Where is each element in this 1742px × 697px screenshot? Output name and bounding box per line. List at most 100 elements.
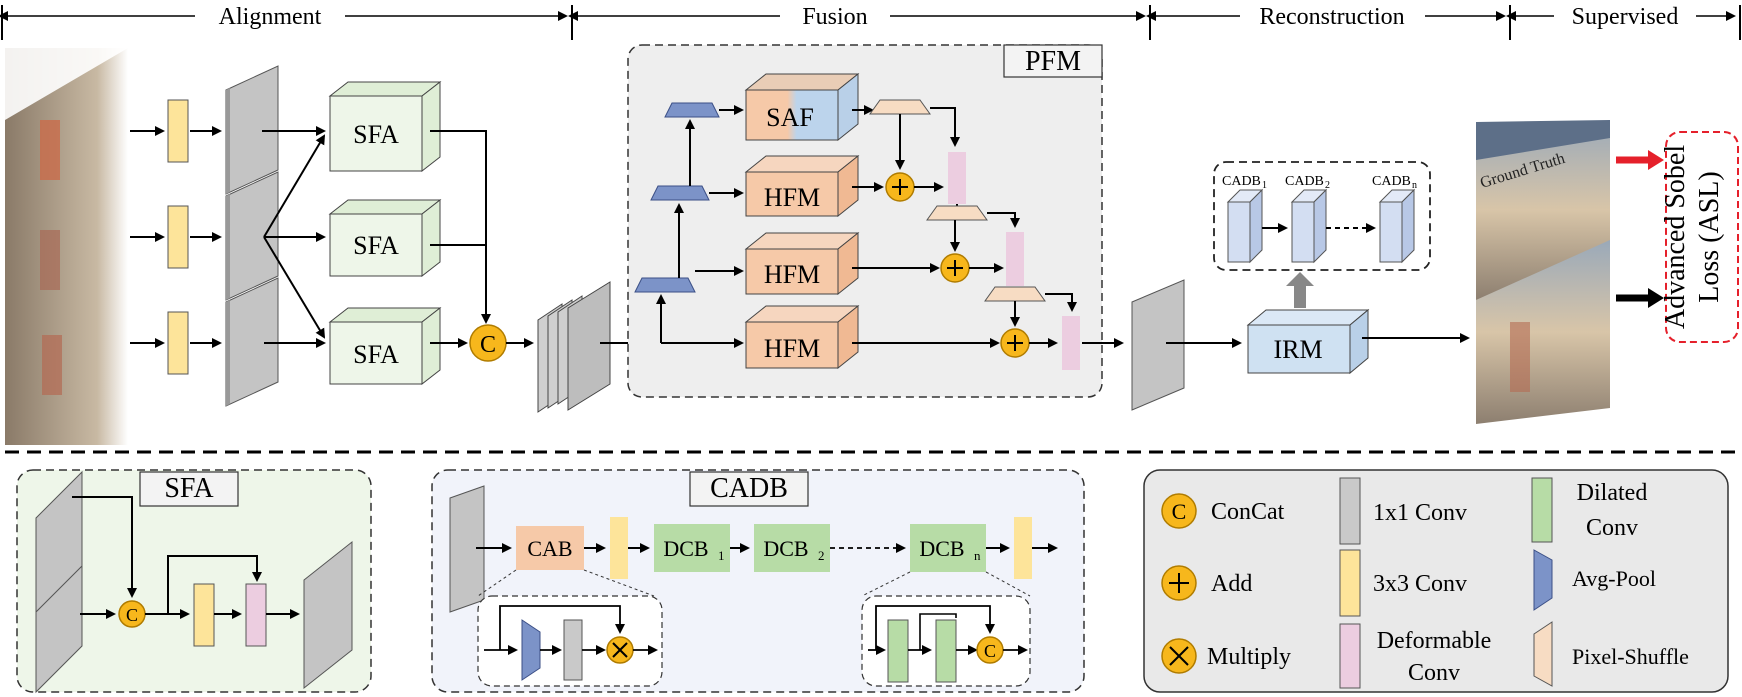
dcb-block-2 <box>754 524 830 572</box>
legend-multiply: Multiply <box>1161 638 1291 674</box>
legend-dilated: Dilated Conv <box>1531 477 1648 543</box>
svg-text:1: 1 <box>1262 180 1267 191</box>
supervised-stage: Ground Truth Advanced Sobel Loss (ASL) <box>1476 120 1739 424</box>
svg-text:DCB: DCB <box>663 536 708 561</box>
stage-alignment: Alignment <box>219 4 322 30</box>
input-frame-3 <box>5 290 128 445</box>
svg-text:Pixel-Shuffle: Pixel-Shuffle <box>1572 644 1689 669</box>
svg-text:SFA: SFA <box>353 231 399 260</box>
svg-text:Conv: Conv <box>1408 660 1460 686</box>
saf-block: SAF <box>744 72 860 142</box>
hfm-block-2: HFM <box>744 231 860 296</box>
dcb-block-n <box>910 524 986 572</box>
avgpool-1 <box>634 277 696 293</box>
cadb-block-1: CADB 1 <box>1222 174 1267 264</box>
dcb-block-1 <box>654 524 730 572</box>
svg-text:SFA: SFA <box>353 120 399 149</box>
stage-supervised: Supervised <box>1572 4 1679 30</box>
svg-text:HFM: HFM <box>764 260 820 289</box>
legend-concat: C ConCat <box>1161 493 1285 529</box>
cadb-block-2: CADB 2 <box>1285 174 1330 264</box>
stage-reconstruction: Reconstruction <box>1259 4 1404 30</box>
svg-text:Add: Add <box>1211 571 1252 597</box>
sfa-block-2: SFA <box>328 198 442 278</box>
feature-map-3 <box>225 277 279 407</box>
svg-text:SAF: SAF <box>766 103 814 132</box>
deformable-1 <box>948 152 966 204</box>
legend-panel: C ConCat Add Multiply 1x1 Conv 3x3 Conv … <box>1143 469 1729 693</box>
legend-add: Add <box>1161 565 1252 601</box>
multiply-circle-cab <box>606 636 634 664</box>
svg-text:Conv: Conv <box>1586 515 1638 541</box>
svg-text:Dilated: Dilated <box>1577 480 1648 506</box>
pixelshuffle-2 <box>926 205 988 221</box>
conv3x3-2 <box>167 205 189 269</box>
fused-feature-map <box>1131 279 1185 411</box>
loss-label-line1: Advanced Sobel <box>1660 145 1691 330</box>
cab-block <box>516 526 584 570</box>
svg-text:ConCat: ConCat <box>1211 499 1285 525</box>
svg-text:IRM: IRM <box>1273 335 1322 364</box>
svg-text:2: 2 <box>1325 180 1330 191</box>
avgpool-2 <box>650 185 710 201</box>
cadb-detail-title: CADB <box>710 473 788 504</box>
legend-conv1x1: 1x1 Conv <box>1339 477 1467 545</box>
svg-text:C: C <box>480 332 496 358</box>
conv3x3-1 <box>167 99 189 163</box>
conv3x3-3 <box>167 311 189 375</box>
svg-text:Avg-Pool: Avg-Pool <box>1572 566 1656 591</box>
add-circle-3 <box>1000 328 1030 358</box>
svg-text:CAB: CAB <box>527 536 572 561</box>
svg-text:CADB: CADB <box>1222 174 1261 189</box>
cadb-conv3x3-1 <box>610 517 628 579</box>
svg-text:SFA: SFA <box>353 340 399 369</box>
svg-text:DCB: DCB <box>919 536 964 561</box>
svg-text:HFM: HFM <box>764 183 820 212</box>
deformable-3 <box>1062 316 1080 370</box>
cadb-detail-panel: CADB CAB DCB 1 DCB 2 DCB n <box>431 469 1085 693</box>
sfa-conv3x3 <box>193 583 215 647</box>
svg-text:Multiply: Multiply <box>1207 644 1291 670</box>
alignment-stage: SFA SFA SFA C <box>130 65 534 407</box>
svg-text:C: C <box>984 641 996 661</box>
legend-conv3x3: 3x3 Conv <box>1339 549 1467 617</box>
hfm-block-1: HFM <box>744 154 860 218</box>
stage-header: Alignment Fusion Reconstruction Supervis… <box>0 4 1741 40</box>
sfa-detail-panel: SFA C <box>16 469 372 694</box>
stage-fusion: Fusion <box>802 4 867 30</box>
svg-text:3x3 Conv: 3x3 Conv <box>1373 571 1467 597</box>
svg-text:HFM: HFM <box>764 334 820 363</box>
svg-text:CADB: CADB <box>1372 174 1411 189</box>
svg-text:DCB: DCB <box>763 536 808 561</box>
loss-box <box>1665 131 1739 343</box>
pixelshuffle-3 <box>984 286 1046 302</box>
avgpool-3 <box>664 102 720 118</box>
sfa-block-3: SFA <box>328 306 442 386</box>
svg-text:n: n <box>974 548 981 563</box>
add-circle-2 <box>940 253 970 283</box>
svg-text:C: C <box>1172 499 1187 524</box>
stacked-features <box>537 281 611 413</box>
pixelshuffle-1 <box>869 99 931 115</box>
cadb-conv3x3-2 <box>1014 517 1032 579</box>
sfa-block-1: SFA <box>328 80 442 173</box>
svg-text:1x1 Conv: 1x1 Conv <box>1373 500 1467 526</box>
pfm-title-box <box>1003 44 1103 78</box>
reconstruction-stage: CADB 1 CADB 2 CADB n IRM <box>1213 161 1431 375</box>
cadb-block-n: CADB n <box>1372 174 1417 264</box>
add-circle-1 <box>885 172 915 202</box>
svg-text:Deformable: Deformable <box>1377 628 1492 654</box>
feature-map-1 <box>225 65 279 195</box>
sfa-detail-title: SFA <box>164 473 214 504</box>
legend-pixelshuffle: Pixel-Shuffle <box>1533 621 1689 687</box>
svg-text:n: n <box>1412 180 1417 191</box>
input-frames <box>5 48 128 445</box>
sfa-deformable <box>245 583 267 647</box>
svg-text:1: 1 <box>718 548 725 563</box>
legend-deformable: Deformable Conv <box>1339 623 1492 689</box>
pfm-title: PFM <box>1025 46 1081 77</box>
loss-label-line2: Loss (ASL) <box>1694 171 1725 302</box>
hfm-block-3: HFM <box>744 304 860 370</box>
output-image <box>1476 240 1610 424</box>
pfm-module: PFM SAF HFM <box>627 44 1103 398</box>
